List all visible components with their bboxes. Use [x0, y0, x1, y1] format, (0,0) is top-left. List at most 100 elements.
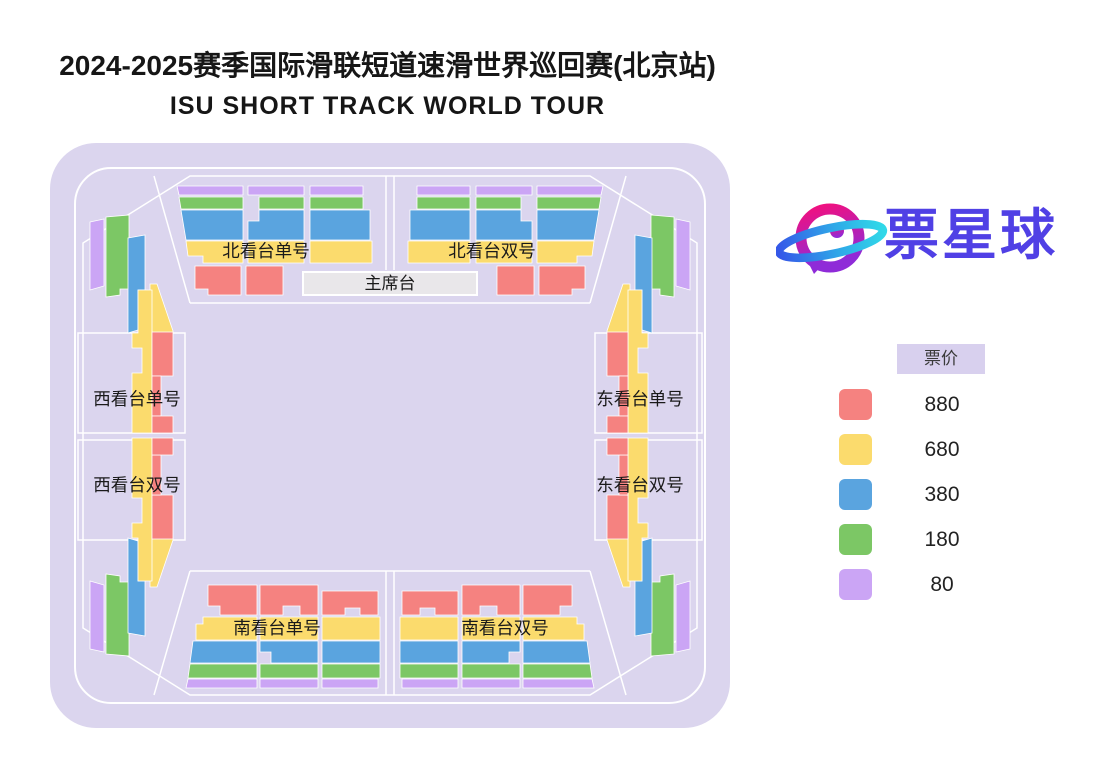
seat-block[interactable]	[321, 640, 381, 664]
seat-block[interactable]	[247, 209, 305, 241]
seat-block[interactable]	[176, 185, 244, 196]
seat-block[interactable]	[89, 580, 105, 653]
seat-block[interactable]	[259, 616, 319, 641]
seat-block[interactable]	[207, 584, 258, 616]
seat-block[interactable]	[536, 185, 604, 196]
seat-block[interactable]	[151, 415, 174, 434]
seat-block[interactable]	[650, 214, 675, 298]
seat-block[interactable]	[195, 616, 258, 641]
seat-block[interactable]	[606, 283, 631, 334]
section-label-north-odd[interactable]: 北看台单号	[222, 241, 310, 261]
seat-block[interactable]	[536, 209, 600, 241]
event-title-cn: 2024-2025赛季国际滑联短道速滑世界巡回赛(北京站)	[59, 50, 716, 81]
seat-block[interactable]	[650, 573, 675, 657]
seat-block[interactable]	[259, 640, 319, 664]
stage-box	[302, 271, 478, 296]
seat-block[interactable]	[496, 265, 535, 296]
seat-block[interactable]	[409, 209, 471, 241]
seat-block[interactable]	[309, 185, 364, 196]
seat-block[interactable]	[321, 678, 379, 689]
price-value: 880	[924, 392, 960, 416]
seat-block[interactable]	[416, 196, 471, 210]
seat-block[interactable]	[416, 185, 471, 196]
stage-label: 主席台	[365, 274, 416, 293]
seat-block[interactable]	[309, 196, 364, 210]
section-label-south-odd[interactable]: 南看台单号	[233, 618, 321, 638]
seat-block[interactable]	[399, 616, 459, 641]
seat-block[interactable]	[461, 616, 521, 641]
price-swatch	[839, 524, 872, 555]
seat-block[interactable]	[475, 240, 533, 264]
brand-name: 票星球	[884, 204, 1059, 266]
seat-block[interactable]	[258, 196, 305, 210]
seat-block[interactable]	[185, 240, 244, 264]
seat-block[interactable]	[675, 218, 691, 291]
seat-block[interactable]	[522, 678, 595, 689]
seat-block[interactable]	[259, 678, 319, 689]
seat-block[interactable]	[178, 196, 244, 210]
seat-block[interactable]	[247, 185, 305, 196]
seat-block[interactable]	[187, 663, 258, 679]
section-label-north-even[interactable]: 北看台双号	[448, 241, 536, 261]
seat-block[interactable]	[401, 590, 459, 616]
seat-blocks	[89, 185, 691, 689]
seat-block[interactable]	[189, 640, 258, 664]
seat-block[interactable]	[606, 415, 629, 434]
seat-block[interactable]	[194, 265, 242, 296]
seat-block[interactable]	[606, 494, 629, 540]
seat-block[interactable]	[399, 663, 459, 679]
seat-block[interactable]	[151, 494, 174, 540]
seat-block[interactable]	[522, 640, 591, 664]
seat-block[interactable]	[606, 437, 629, 456]
legend-row: 880	[839, 389, 1012, 420]
seat-block[interactable]	[151, 331, 174, 377]
seat-block[interactable]	[309, 209, 371, 241]
seat-block[interactable]	[675, 580, 691, 653]
seat-block[interactable]	[475, 209, 533, 241]
section-label-east-odd[interactable]: 东看台单号	[596, 389, 684, 409]
seat-block[interactable]	[536, 240, 595, 264]
section-label-west-even[interactable]: 西看台双号	[93, 475, 181, 495]
seat-block[interactable]	[321, 663, 381, 679]
seat-block[interactable]	[89, 218, 105, 291]
seat-block[interactable]	[245, 265, 284, 296]
seat-block[interactable]	[149, 537, 174, 588]
seat-block[interactable]	[309, 240, 373, 264]
seat-block[interactable]	[185, 678, 258, 689]
seat-block[interactable]	[180, 209, 244, 241]
seat-block[interactable]	[461, 663, 521, 679]
seat-block[interactable]	[606, 537, 631, 588]
seat-block[interactable]	[461, 640, 521, 664]
seat-block[interactable]	[259, 663, 319, 679]
seat-block[interactable]	[606, 331, 629, 377]
seat-block[interactable]	[105, 214, 130, 298]
seat-block[interactable]	[321, 616, 381, 641]
seat-block[interactable]	[461, 584, 521, 616]
price-value: 680	[924, 437, 960, 461]
seat-block[interactable]	[321, 590, 379, 616]
seat-block[interactable]	[399, 640, 459, 664]
legend-row: 380	[839, 479, 1012, 510]
seat-block[interactable]	[536, 196, 602, 210]
seat-block[interactable]	[522, 663, 593, 679]
event-title: 2024-2025赛季国际滑联短道速滑世界巡回赛(北京站) ISU SHORT …	[0, 44, 775, 121]
seat-block[interactable]	[259, 584, 319, 616]
price-value: 80	[930, 572, 954, 596]
boundary-lines	[74, 167, 706, 704]
seat-block[interactable]	[475, 196, 522, 210]
seat-block[interactable]	[475, 185, 533, 196]
seat-block[interactable]	[522, 616, 585, 641]
seat-block[interactable]	[401, 678, 459, 689]
seat-block[interactable]	[149, 283, 174, 334]
seat-block[interactable]	[522, 584, 573, 616]
seat-block[interactable]	[105, 573, 130, 657]
seat-block[interactable]	[247, 240, 305, 264]
seat-block[interactable]	[407, 240, 471, 264]
seat-block[interactable]	[151, 437, 174, 456]
section-label-east-even[interactable]: 东看台双号	[596, 475, 684, 495]
section-label-west-odd[interactable]: 西看台单号	[93, 389, 181, 409]
seat-block[interactable]	[538, 265, 586, 296]
brand-logo: 票星球	[776, 194, 1076, 294]
section-label-south-even[interactable]: 南看台双号	[461, 618, 549, 638]
seat-block[interactable]	[461, 678, 521, 689]
